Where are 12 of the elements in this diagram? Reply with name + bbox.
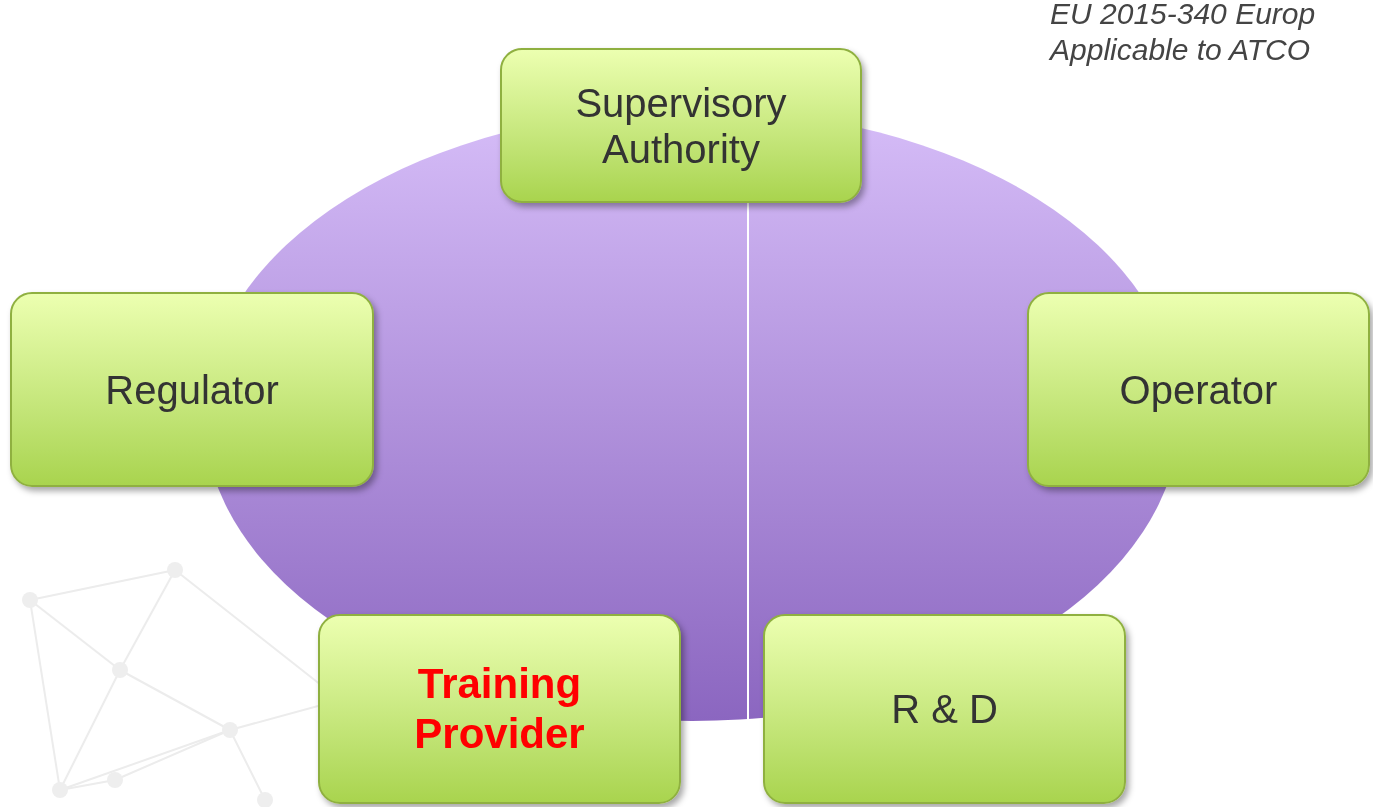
note-text: EU 2015-340 Europ [1050,0,1316,32]
rounded-box [763,614,1126,804]
box-label: Operator [1119,366,1278,413]
rounded-box [500,48,862,203]
box-label: Regulator [105,366,279,413]
box-label: Training Provider [413,658,586,759]
rounded-box [10,292,374,487]
box-label: Supervisory Authority [574,79,788,172]
box-label: R & D [891,686,998,732]
rounded-box [318,614,681,804]
note-text: Applicable to ATCO [1050,32,1312,68]
rounded-box [1027,292,1370,487]
